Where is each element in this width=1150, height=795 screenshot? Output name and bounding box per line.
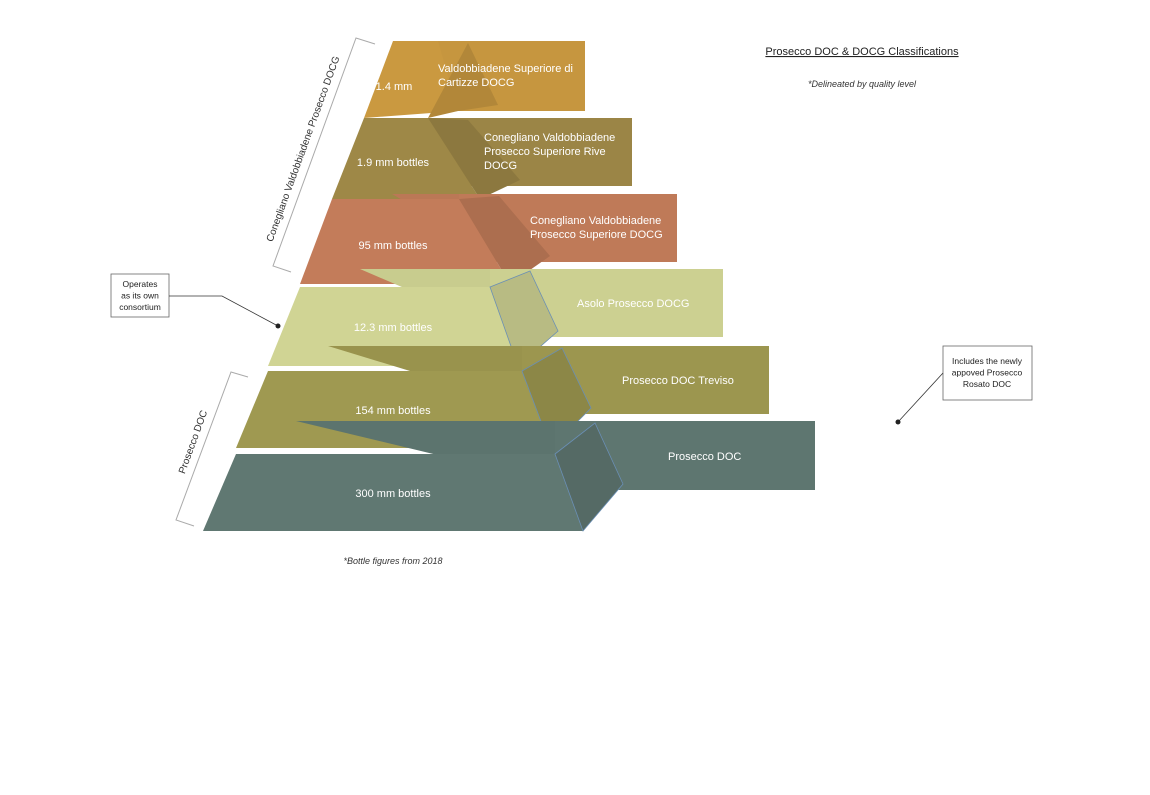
diagram-title: Prosecco DOC & DOCG Classifications [765,46,959,58]
tier-name-label: Prosecco DOC [668,451,741,463]
tier-name-line: DOCG [484,160,517,172]
pyramid-tier: 1.4 mm Valdobbiadene Superiore di Cartizze… [364,41,585,118]
tier-bottles-label: 154 mm bottles [355,405,431,417]
callout-line: as its own [121,291,159,301]
callout-line: Rosato DOC [963,379,1011,389]
tier-front-face [300,199,510,284]
tier-front-face [364,41,458,118]
tier-name-line: Asolo Prosecco DOCG [577,298,689,310]
tier-name-line: Prosecco DOC [668,451,741,463]
tier-side-face [459,196,550,284]
pyramid-tiers: 1.4 mm Valdobbiadene Superiore di Cartizze… [203,41,815,532]
callout-line: consortium [119,302,161,312]
tier-name-line: Conegliano Valdobbiadene [530,215,661,227]
tier-front-face [203,454,583,531]
tier-name-label: Asolo Prosecco DOCG [577,298,689,310]
tier-side-face [489,270,559,367]
consortium-callout-dot [275,323,281,329]
rosato-callout-dot [895,419,901,425]
tier-name-line: Conegliano Valdobbiadene [484,132,615,144]
tier-side-face [428,118,520,199]
tier-name-label: Valdobbiadene Superiore di Cartizze DOCG [438,63,573,89]
tier-name-line: Cartizze DOCG [438,77,514,89]
tier-name-line: Prosecco Superiore DOCG [530,229,663,241]
consortium-callout-box [110,273,170,318]
pyramid-tier: 300 mm bottles Prosecco DOC [203,421,815,532]
callout-line: Includes the newly [952,356,1023,366]
tier-bottles-label: 12.3 mm bottles [354,322,433,334]
tier-bottles-label: 1.9 mm bottles [357,157,430,169]
tier-name-line: Valdobbiadene Superiore di [438,63,573,75]
tier-side-face [428,43,498,118]
tier-front-face [332,118,480,199]
callout-line: Operates [123,279,158,289]
bottle-figures-footnote: *Bottle figures from 2018 [343,556,442,566]
tier-bottles-label: 95 mm bottles [358,240,428,252]
tier-bottles-label: 1.4 mm [376,81,413,93]
rosato-callout-box [942,345,1033,401]
tier-bottles-label: 300 mm bottles [355,488,431,500]
callout-line: appoved Prosecco [952,368,1023,378]
diagram-subtitle: *Delineated by quality level [808,79,917,89]
tier-name-line: Prosecco Superiore Rive [484,146,606,158]
tier-name-label: Prosecco DOC Treviso [622,375,734,387]
tier-name-line: Prosecco DOC Treviso [622,375,734,387]
tier-side-face [554,422,624,532]
